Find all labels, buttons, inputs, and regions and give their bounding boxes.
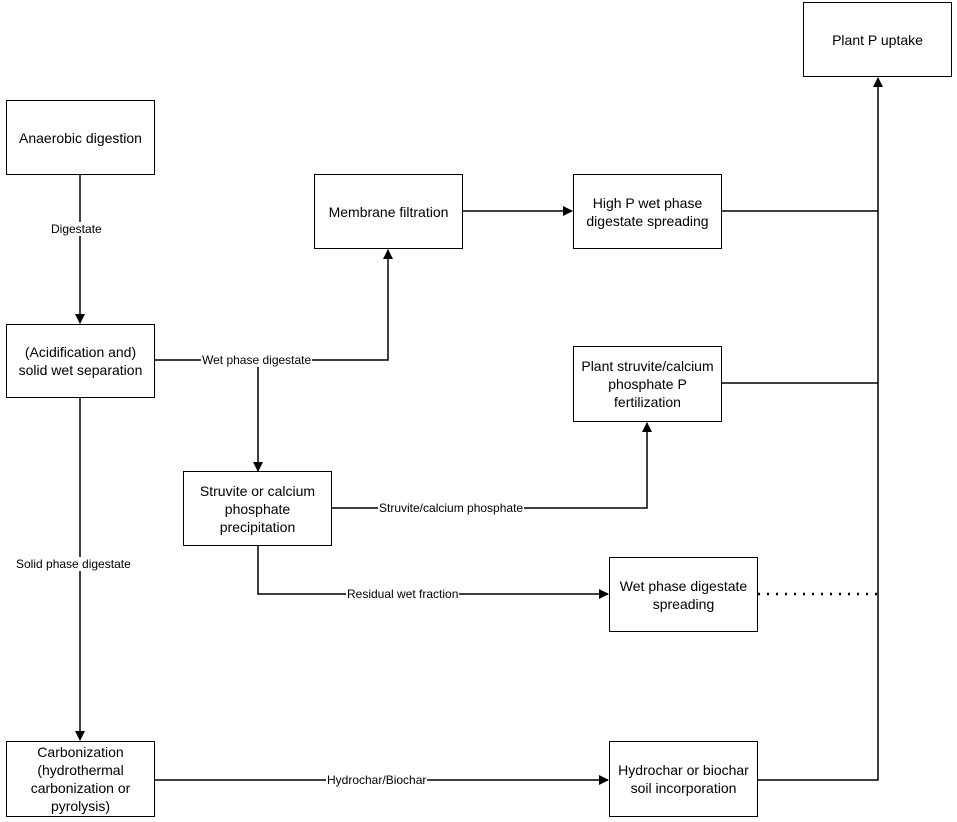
edge-trunk-to-uptake — [758, 77, 883, 781]
node-anaerobic-digestion: Anaerobic digestion — [6, 100, 155, 175]
node-plant-p-uptake: Plant P uptake — [803, 2, 952, 77]
node-high-p-spreading-label: High P wet phase digestate spreading — [586, 194, 709, 229]
node-hydrochar-incorporation-label: Hydrochar or biochar soil incorporation — [618, 762, 749, 796]
node-membrane-filtration: Membrane filtration — [314, 174, 463, 249]
node-struvite-precipitation: Struvite or calcium phosphate precipitat… — [183, 471, 332, 546]
label-digestate: Digestate — [50, 222, 103, 236]
label-struvite-calcium-phosphate: Struvite/calcium phosphate — [378, 501, 525, 515]
label-wet-phase-digestate: Wet phase digestate — [201, 353, 313, 367]
node-hydrochar-incorporation: Hydrochar or biochar soil incorporation — [609, 741, 758, 817]
node-membrane-filtration-label: Membrane filtration — [328, 203, 449, 220]
edge-residual-wet-fraction — [257, 545, 609, 599]
node-acidification-separation-label: (Acidification and) solid wet separation — [18, 344, 143, 378]
node-plant-p-uptake-label: Plant P uptake — [832, 31, 923, 48]
label-residual-wet-fraction: Residual wet fraction — [346, 587, 460, 601]
node-carbonization: Carbonization (hydrothermal carbonizatio… — [6, 741, 155, 817]
node-struvite-fertilization: Plant struvite/calcium phosphate P ferti… — [573, 346, 722, 422]
label-hydrochar-biochar: Hydrochar/Biochar — [326, 773, 428, 787]
node-wet-phase-spreading: Wet phase digestate spreading — [609, 557, 758, 632]
node-struvite-fertilization-label: Plant struvite/calcium phosphate P ferti… — [581, 358, 714, 410]
edge-wet-phase-to-membrane — [154, 249, 393, 361]
node-high-p-spreading: High P wet phase digestate spreading — [573, 174, 722, 249]
node-wet-phase-spreading-label: Wet phase digestate spreading — [619, 577, 748, 612]
node-carbonization-label: Carbonization (hydrothermal carbonizatio… — [30, 744, 131, 814]
node-struvite-precipitation-label: Struvite or calcium phosphate precipitat… — [199, 482, 316, 535]
edge-precipitation-to-fertilization — [332, 422, 652, 509]
node-anaerobic-digestion-label: Anaerobic digestion — [19, 129, 142, 146]
node-acidification-separation: (Acidification and) solid wet separation — [6, 324, 155, 398]
label-solid-phase-digestate: Solid phase digestate — [15, 557, 132, 571]
